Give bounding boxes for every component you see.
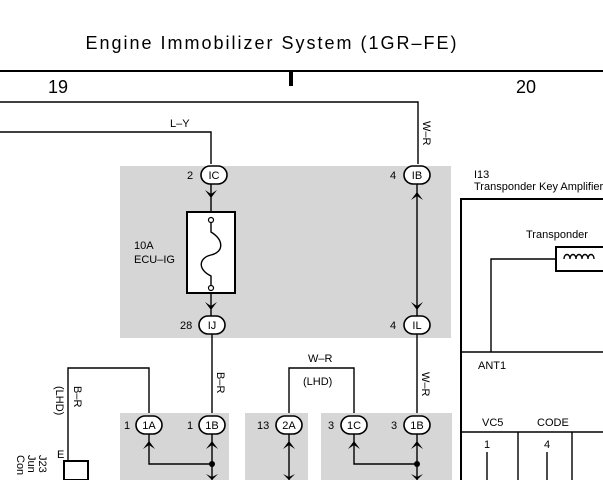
section-19: 19 — [48, 77, 68, 97]
amplifier-code-pin: 4 — [544, 439, 550, 451]
connector-1b-left-pin: 1 — [187, 420, 193, 432]
junction-ref: J23 — [36, 455, 48, 473]
amplifier-code: CODE — [537, 417, 569, 429]
connector-1c: 1C — [340, 415, 368, 435]
fuse-amp: 10A — [134, 240, 154, 252]
terminal-arrow-icon — [348, 441, 360, 449]
fuse-symbol-icon — [200, 220, 222, 288]
terminal-arrow-icon — [143, 441, 155, 449]
terminal-arrow-icon — [283, 441, 295, 449]
connector-il: IL — [403, 315, 431, 335]
amplifier-box — [460, 198, 603, 480]
splice-point-icon — [414, 461, 420, 467]
wire-label-w-r-loop: W–R — [308, 353, 333, 365]
terminal-arrow-icon — [205, 190, 217, 198]
wire-l-y — [0, 131, 212, 164]
connector-il-pin: 4 — [390, 320, 396, 332]
wire-label-b-r-left: B–R — [71, 386, 83, 407]
wire-label-l-y: L–Y — [170, 118, 190, 130]
connector-1c-code: 1C — [347, 420, 361, 432]
amplifier-ant1: ANT1 — [478, 360, 506, 372]
wire-label-b-r-center: B–R — [214, 372, 226, 393]
connector-ij: IJ — [198, 315, 226, 335]
terminal-arrow-icon — [411, 474, 423, 480]
transponder-label: Transponder — [526, 229, 588, 241]
terminal-arrow-icon — [205, 302, 217, 310]
fuse-terminal-icon — [207, 216, 215, 224]
fuse-name: ECU–IG — [134, 254, 175, 266]
wire-label-lhd-left: (LHD) — [53, 386, 65, 415]
amplifier-ref: I13 — [474, 169, 489, 181]
junction-connector-letter: E — [57, 449, 64, 461]
connector-ib-pin: 4 — [390, 170, 396, 182]
fuse-terminal-icon — [207, 284, 215, 292]
amplifier-vc5-pin: 1 — [484, 439, 490, 451]
connector-1a: 1A — [135, 415, 163, 435]
diagram-title: Engine Immobilizer System (1GR–FE) — [85, 33, 458, 53]
amplifier-vc5: VC5 — [482, 417, 503, 429]
wire-w-r-loop — [288, 367, 355, 413]
junction-block-upper — [120, 166, 451, 338]
connector-1b-left: 1B — [198, 415, 226, 435]
wire-ant1 — [490, 258, 556, 352]
connector-2a-code: 2A — [282, 420, 296, 432]
amplifier-name: Transponder Key Amplifier — [474, 181, 603, 193]
connector-1b-right-pin: 3 — [391, 420, 397, 432]
connector-1b-right: 1B — [403, 415, 431, 435]
wire-w-r-top — [0, 101, 419, 164]
connector-il-code: IL — [412, 320, 421, 332]
wire-b-r-left — [67, 367, 150, 461]
connector-ic-pin: 2 — [187, 170, 193, 182]
connector-ib-code: IB — [412, 170, 422, 182]
junction-connector-box — [63, 460, 89, 480]
connector-ij-pin: 28 — [180, 320, 192, 332]
section-20: 20 — [516, 77, 536, 97]
connector-1a-code: 1A — [142, 420, 156, 432]
junction-label-line2: Jun — [25, 455, 37, 473]
connector-ib: IB — [403, 165, 431, 185]
wire-label-w-r-top: W–R — [420, 121, 432, 146]
connector-1c-pin: 3 — [328, 420, 334, 432]
terminal-arrow-icon — [206, 474, 218, 480]
connector-ij-code: IJ — [208, 320, 217, 332]
terminal-arrow-icon — [411, 302, 423, 310]
splice-point-icon — [209, 461, 215, 467]
connector-2a-pin: 13 — [257, 420, 269, 432]
terminal-arrow-icon — [206, 441, 218, 449]
connector-1b-right-code: 1B — [410, 420, 423, 432]
junction-label-line3: Con — [14, 455, 26, 475]
connector-2a: 2A — [275, 415, 303, 435]
connector-1a-pin: 1 — [124, 420, 130, 432]
connector-1b-left-code: 1B — [205, 420, 218, 432]
coil-icon — [563, 253, 595, 260]
connector-ic-code: IC — [209, 170, 220, 182]
wire-label-w-r-right: W–R — [419, 372, 431, 397]
terminal-arrow-icon — [283, 474, 295, 480]
terminal-arrow-icon — [411, 441, 423, 449]
terminal-arrow-icon — [411, 192, 423, 200]
connector-ic: IC — [200, 165, 228, 185]
transponder-coil-box — [555, 246, 603, 272]
wire-label-lhd-loop: (LHD) — [303, 376, 332, 388]
